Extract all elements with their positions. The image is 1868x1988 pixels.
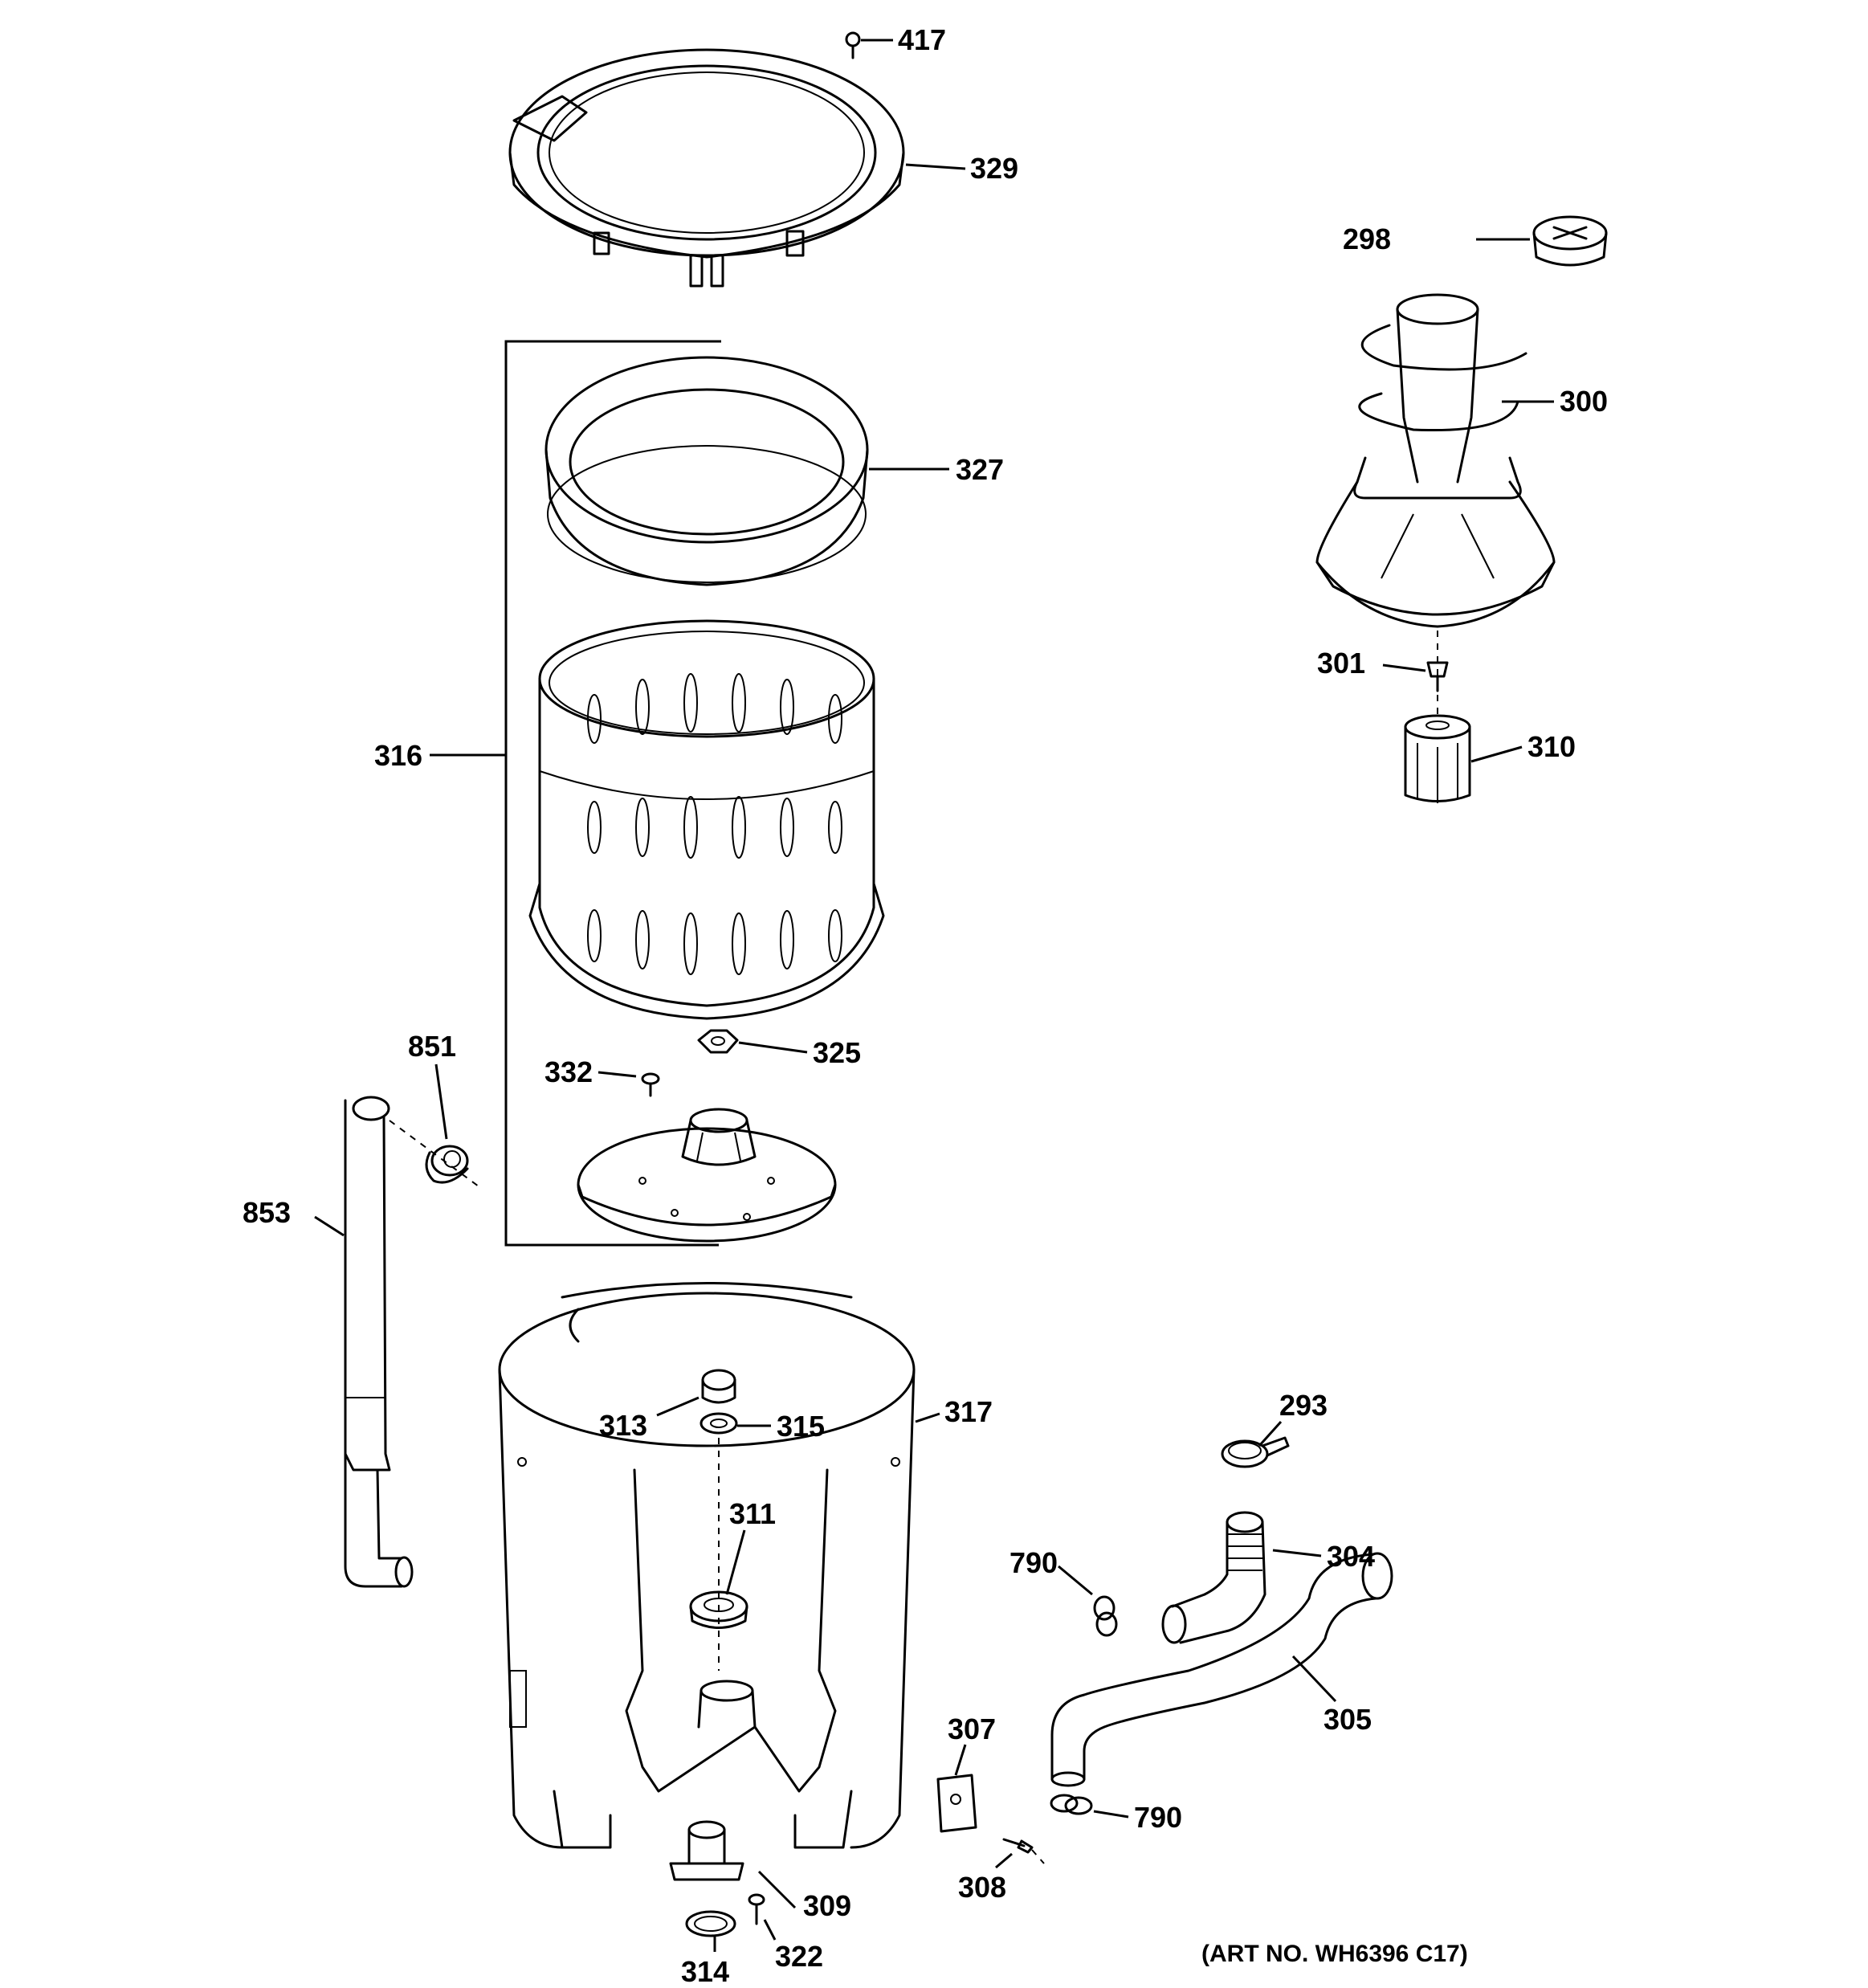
callout-327: 327 <box>956 453 1004 486</box>
part-309-drain-adapter <box>669 1820 744 1881</box>
callout-316: 316 <box>374 739 422 772</box>
part-853-siphon-tube <box>344 1096 414 1588</box>
callout-293: 293 <box>1279 1389 1328 1422</box>
callout-315: 315 <box>777 1410 825 1443</box>
part-298-agitator-cap <box>1532 215 1608 267</box>
part-322-screw <box>748 1893 765 1925</box>
part-317-outer-tub <box>498 1282 916 1849</box>
part-316-spin-basket <box>528 619 885 1020</box>
callout-853: 853 <box>243 1196 291 1229</box>
part-311-seal <box>689 1590 748 1629</box>
part-315-seal <box>699 1412 738 1435</box>
part-327-balance-ring <box>544 356 869 586</box>
part-332-screw <box>641 1072 660 1097</box>
part-300-agitator <box>1315 293 1556 628</box>
callout-790-upper: 790 <box>1009 1546 1058 1579</box>
part-308-screw <box>1002 1838 1034 1854</box>
callout-308: 308 <box>958 1871 1006 1904</box>
part-417-screw <box>845 31 861 59</box>
part-301-bolt <box>1426 661 1449 692</box>
callout-317: 317 <box>944 1395 993 1428</box>
callout-322: 322 <box>775 1940 823 1973</box>
callout-labels: 417 329 298 300 327 316 301 310 851 332 … <box>243 23 1608 1988</box>
part-307-bracket <box>936 1774 977 1833</box>
part-790-clamp-lower <box>1050 1794 1093 1815</box>
callout-310: 310 <box>1527 730 1576 763</box>
part-325-nut <box>697 1029 739 1054</box>
callout-313: 313 <box>599 1409 647 1442</box>
callout-332: 332 <box>544 1055 593 1088</box>
part-329-tub-cover <box>508 48 905 288</box>
part-304-drain-hose <box>1161 1511 1266 1644</box>
callout-325: 325 <box>813 1036 861 1069</box>
callout-305: 305 <box>1324 1703 1372 1736</box>
art-number: (ART NO. WH6396 C17) <box>1201 1941 1468 1967</box>
callout-417: 417 <box>898 23 946 56</box>
part-310-drive-bell <box>1404 714 1471 803</box>
callout-300: 300 <box>1560 385 1608 418</box>
part-851-elbow <box>425 1145 469 1184</box>
leader-lines <box>314 39 1554 1952</box>
part-313-bearing <box>701 1369 736 1404</box>
axis-line-308 <box>1031 1849 1045 1864</box>
part-293-hose-clamp <box>1221 1436 1290 1468</box>
bracket-316-group <box>504 340 721 1247</box>
part-316-hub-plate <box>577 1108 837 1243</box>
callout-329: 329 <box>970 152 1018 185</box>
callout-309: 309 <box>803 1889 851 1922</box>
callout-790-lower: 790 <box>1134 1801 1182 1834</box>
callout-314: 314 <box>681 1955 729 1988</box>
axis-line-851 <box>389 1120 483 1190</box>
callout-307: 307 <box>948 1712 996 1745</box>
callout-298: 298 <box>1343 222 1391 255</box>
part-790-clamp-upper <box>1093 1595 1118 1637</box>
callout-301: 301 <box>1317 647 1365 680</box>
callout-851: 851 <box>408 1030 456 1063</box>
part-305-drain-hose <box>1050 1552 1393 1787</box>
callout-304: 304 <box>1327 1540 1375 1573</box>
callout-311: 311 <box>729 1497 776 1530</box>
part-314-o-ring <box>685 1910 736 1937</box>
